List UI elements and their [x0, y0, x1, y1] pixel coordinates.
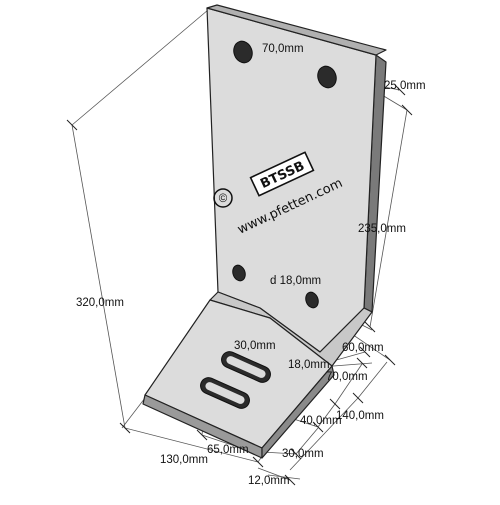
- dim-base-offset-a: 60,0mm: [342, 342, 384, 354]
- dim-slot-position: 65,0mm: [207, 444, 249, 456]
- dim-hole-diameter: d 18,0mm: [270, 275, 321, 287]
- plate-top-edge: [206, 4, 387, 56]
- dim-total-height: 320,0mm: [76, 297, 124, 309]
- dim-base-offset-c: 40,0mm: [300, 415, 342, 427]
- dim-vertical-hole-span: 235,0mm: [358, 223, 406, 235]
- lower-left-hole: [232, 264, 246, 282]
- dim-hole-spacing-top: 70,0mm: [262, 43, 304, 55]
- lower-slot: [200, 377, 250, 409]
- holes: [200, 40, 337, 409]
- copyright-mark: ©: [213, 188, 233, 208]
- lower-right-hole: [305, 291, 319, 309]
- upper-slot: [221, 351, 271, 383]
- base-plate-side-edge: [261, 365, 335, 459]
- dim-base-width: 130,0mm: [160, 454, 208, 466]
- dimension-ticks: [66, 37, 413, 486]
- top-right-hole: [317, 65, 337, 89]
- dim-edge-offset-top: 25,0mm: [384, 80, 426, 92]
- dim-base-offset-b: 70,0mm: [326, 371, 368, 383]
- dim-slot-edge: 30,0mm: [282, 448, 324, 460]
- dim-base-depth: 140,0mm: [336, 410, 384, 422]
- dim-thickness: 12,0mm: [248, 475, 290, 487]
- top-left-hole: [233, 40, 253, 64]
- dimension-labels: 70,0mm 25,0mm 235,0mm 320,0mm d 18,0mm 3…: [76, 43, 426, 487]
- dim-slot-length: 30,0mm: [234, 340, 276, 352]
- bracket-body: [142, 4, 387, 459]
- dim-slot-width: 18,0mm: [288, 359, 330, 371]
- copyright-symbol: ©: [219, 193, 228, 205]
